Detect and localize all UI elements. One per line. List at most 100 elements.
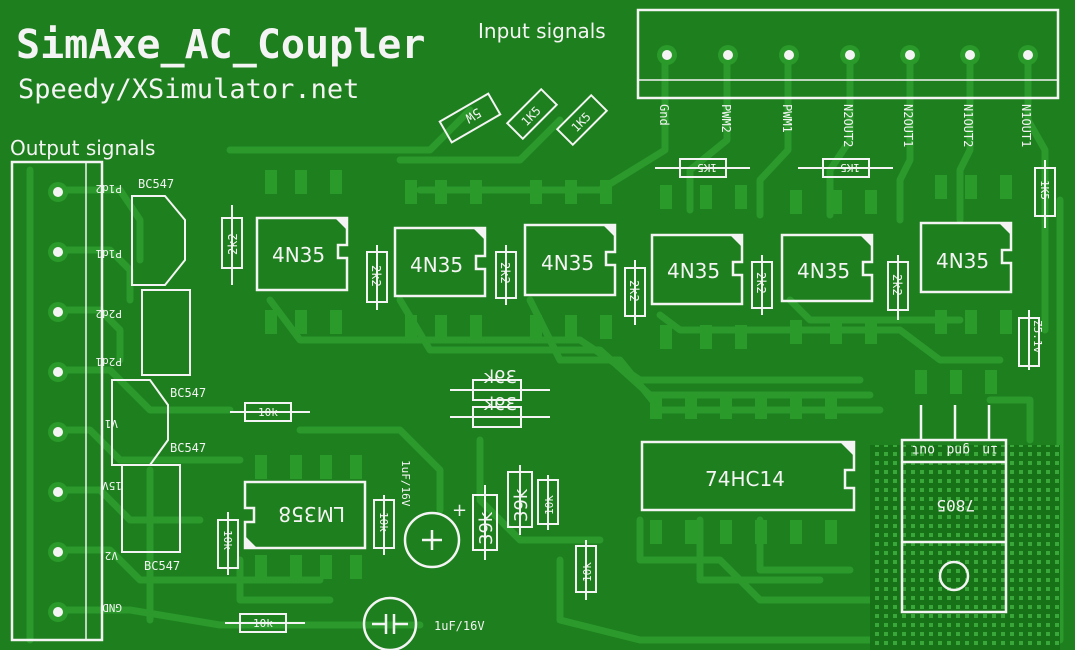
optocoupler-pin1-mark	[335, 218, 347, 230]
resistor-2k2-label-1: 2k2	[226, 233, 240, 255]
input-pin-hole	[723, 50, 733, 60]
resistor-2k2-label-2: 2k2	[369, 265, 383, 287]
transistor-outline-1	[131, 195, 186, 286]
resistor-row2-a-body	[679, 158, 727, 178]
output-pin-label-p1d1: P1d1	[96, 247, 123, 260]
input-signals-label: Input signals	[478, 19, 606, 43]
resistor-39k-b-label: 39k	[483, 394, 517, 415]
opamp-outline	[243, 480, 367, 550]
input-pin-label-n1out2: N1OUT2	[961, 104, 975, 147]
input-pins	[657, 45, 1038, 65]
resistor-5w-label: 5W	[462, 104, 483, 125]
regulator-pin-out: out	[912, 442, 935, 457]
input-pin-label-n2out1: N2OUT1	[901, 104, 915, 147]
input-pin-hole	[784, 50, 794, 60]
input-pin-label-n2out2: N2OUT2	[841, 104, 855, 147]
output-pin-label-v2: V2	[105, 549, 118, 562]
transistor-label-1: BC547	[138, 177, 174, 191]
resistor-10k-b-label: 10k	[253, 617, 273, 630]
board-title: SimAxe_AC_Coupler	[16, 22, 425, 68]
optocoupler-label-6: 4N35	[936, 249, 989, 273]
pads	[255, 170, 1012, 579]
output-connector	[10, 160, 104, 642]
regulator-mount-hole	[938, 560, 970, 592]
input-pin-label-pwm2: PWM2	[719, 104, 733, 133]
input-connector	[636, 8, 1060, 100]
resistor-10k-e-body	[537, 479, 559, 525]
resistor-row2-a-label: 1K5	[697, 161, 717, 174]
resistor-10k-a-label: 10k	[258, 406, 278, 419]
optocoupler-pin1-mark	[860, 235, 872, 247]
output-pin-hole	[53, 607, 63, 617]
resistor-2k2-body-6	[887, 261, 909, 311]
input-pin-hole	[845, 50, 855, 60]
input-pin-label-pwm1: PWM1	[780, 104, 794, 133]
transistor-outline-2	[141, 289, 191, 376]
regulator-pin-in: in	[982, 442, 998, 457]
output-signals-label: Output signals	[10, 136, 155, 160]
resistor-10k-f-label: 10k	[581, 562, 594, 582]
output-pin-hole	[53, 247, 63, 257]
output-pin-hole	[53, 487, 63, 497]
optocoupler-pin1-mark	[473, 228, 485, 240]
resistor-2k2-label-6: 2k2	[890, 274, 904, 296]
output-pin-hole	[53, 307, 63, 317]
inverter-ic-label: 74HC14	[705, 467, 785, 491]
capacitor-h-label: 1uF/16V	[434, 619, 485, 633]
capacitor-v-plus: +	[452, 500, 467, 521]
output-pin-label-15v: 15V	[102, 479, 122, 492]
resistor-10k-a-body	[244, 402, 292, 422]
resistor-39k-d-label: 39k	[511, 488, 532, 522]
output-pin-label-p2d1: P2d1	[96, 355, 123, 368]
regulator-label: 7805	[936, 496, 975, 515]
resistor-2k2-body-4	[624, 267, 646, 317]
input-pin-label-gnd: Gnd	[657, 104, 671, 126]
output-pin-label-p2d2: P2d2	[96, 307, 123, 320]
transistor-outline-4	[121, 464, 181, 553]
copper-traces	[26, 51, 1064, 644]
optocoupler-label-3: 4N35	[541, 251, 594, 275]
input-pin-label-n1out1: N1OUT1	[1019, 104, 1033, 147]
resistor-10k-d-label: 10k	[377, 512, 390, 532]
resistor-10k-b-body	[239, 613, 287, 633]
input-pin-hole	[662, 50, 672, 60]
transistor-outline-3	[111, 379, 169, 466]
resistor-10k-d-body	[373, 499, 395, 549]
resistor-10k-f-body	[575, 545, 597, 593]
resistor-row2-b-body	[822, 158, 870, 178]
resistor-39k-c-body	[472, 494, 498, 551]
transistor-label-3: BC547	[170, 441, 206, 455]
opamp-pin1-mark	[245, 536, 257, 548]
resistor-2k2-label-4: 2k2	[627, 280, 641, 302]
optocoupler-label-2: 4N35	[410, 253, 463, 277]
input-pin-hole	[965, 50, 975, 60]
output-pin-hole	[53, 427, 63, 437]
resistor-2k2-body-1	[221, 217, 243, 269]
resistor-2k2-label-3: 2k2	[498, 262, 512, 284]
board-subtitle: Speedy/XSimulator.net	[18, 74, 359, 105]
resistor-10k-e-label: 10k	[543, 495, 556, 515]
resistor-5w: 5W	[438, 92, 502, 144]
optocoupler-label-5: 4N35	[797, 259, 850, 283]
resistor-39k-c-label: 39k	[476, 511, 497, 545]
transistor-label-4: BC547	[144, 559, 180, 573]
transistor-label-2: BC547	[170, 386, 206, 400]
optocoupler-label-1: 4N35	[272, 243, 325, 267]
capacitor-h-outline	[362, 596, 418, 650]
output-pin-hole	[53, 367, 63, 377]
capacitor-v-outline	[403, 511, 461, 569]
resistor-39k-d-body	[507, 471, 533, 528]
resistor-row2-b-label: 1K5	[840, 161, 860, 174]
resistor-10k-c-label: 10k	[221, 530, 234, 550]
inverter-ic-pin1-mark	[840, 442, 854, 456]
resistor-2k2-body-2	[366, 251, 388, 303]
resistor-39k-a-body	[472, 379, 522, 401]
optocoupler-label-4: 4N35	[667, 259, 720, 283]
optocoupler-pin1-mark	[730, 235, 742, 247]
output-pins	[48, 182, 68, 622]
capacitor-v-label: 1uF/16V	[399, 460, 412, 507]
resistor-row2-c-label: 1K5	[1038, 180, 1051, 200]
input-pin-hole	[905, 50, 915, 60]
ground-plane-hatch	[870, 445, 1060, 650]
